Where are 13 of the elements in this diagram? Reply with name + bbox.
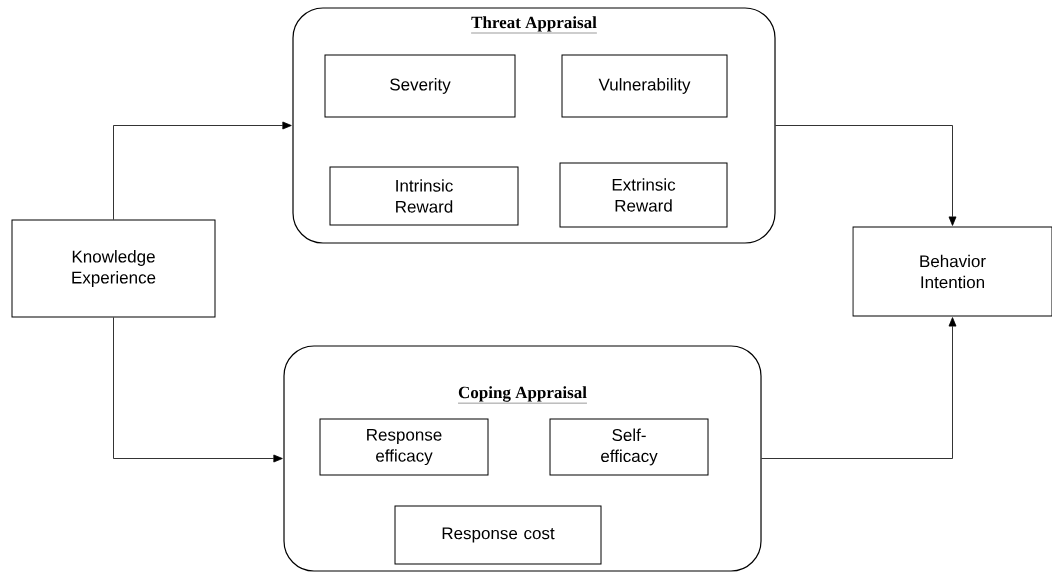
arrow bbox=[113, 121, 292, 220]
arrow bbox=[113, 317, 283, 463]
concept-box: Severity bbox=[324, 54, 516, 118]
concept-box: Response efficacy bbox=[319, 418, 489, 476]
concept-box: Intrinsic Reward bbox=[329, 166, 519, 226]
concept-box: Response cost bbox=[394, 505, 602, 565]
concept-box: Vulnerability bbox=[561, 54, 728, 118]
concept-box: Knowledge Experience bbox=[11, 219, 216, 318]
arrow bbox=[761, 317, 957, 459]
arrow bbox=[775, 125, 957, 226]
concept-box: Self-efficacy bbox=[549, 418, 709, 476]
concept-box: Behavior Intention bbox=[852, 226, 1052, 317]
concept-box: Extrinsic Reward bbox=[559, 162, 728, 228]
